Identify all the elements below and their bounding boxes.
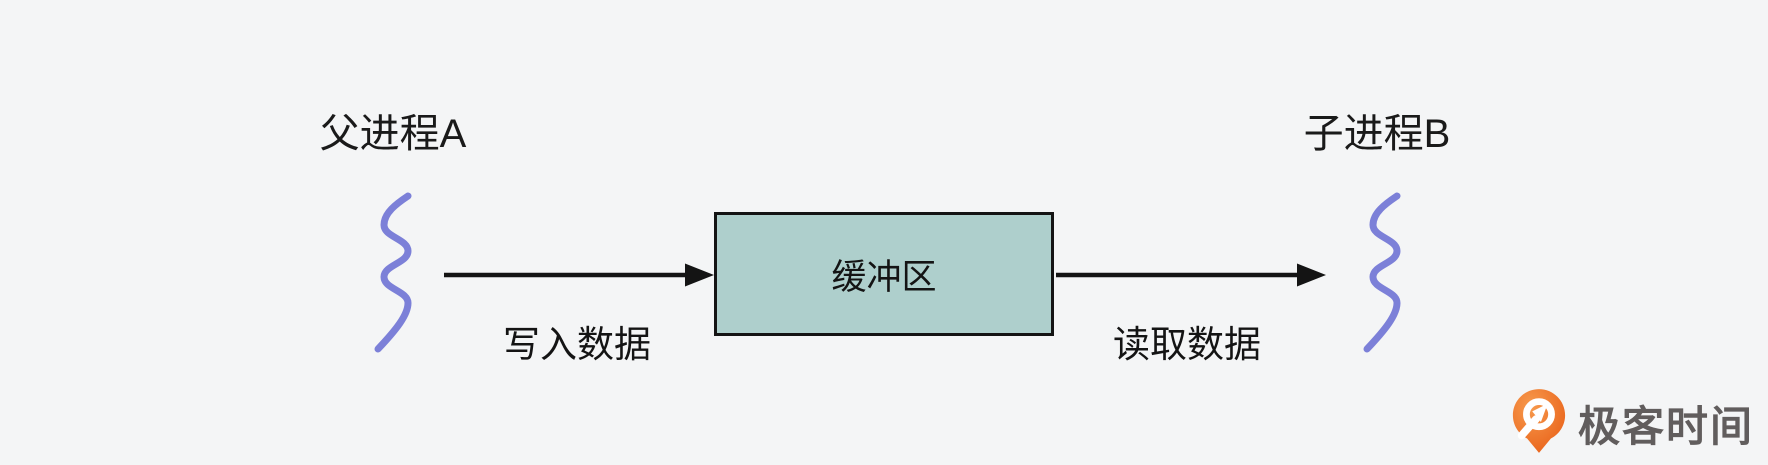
read-data-label: 读取数据 — [1113, 324, 1261, 365]
brand-name-text: 极客时间 — [1578, 403, 1755, 450]
parent-process-label: 父进程A — [319, 112, 467, 156]
process-squiggle-icon — [1352, 190, 1404, 360]
buffer-box: 缓冲区 — [714, 212, 1054, 336]
geektime-logo-icon — [1510, 386, 1568, 461]
geektime-watermark: 极客时间 — [1510, 386, 1754, 461]
arrow-right-icon — [444, 259, 714, 296]
process-squiggle-icon — [363, 190, 415, 360]
buffer-box-label: 缓冲区 — [831, 257, 937, 297]
arrow-right-icon — [1056, 259, 1326, 296]
write-data-label: 写入数据 — [503, 324, 651, 365]
child-process-label: 子进程B — [1303, 112, 1451, 156]
